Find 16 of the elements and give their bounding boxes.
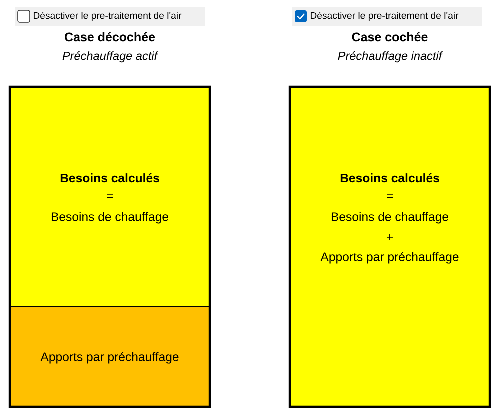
formula-heading: Besoins calculés bbox=[340, 173, 440, 183]
calculation-box bbox=[8, 86, 212, 308]
formula-term: Apports par préchauffage bbox=[320, 252, 459, 264]
formula-term: Besoins de chauffage bbox=[332, 212, 448, 224]
case-subheading: Préchauffage actif bbox=[62, 51, 159, 63]
formula-term: Besoins de chauffage bbox=[52, 212, 168, 224]
equals-sign: = bbox=[107, 194, 113, 198]
calculation-box bbox=[8, 307, 212, 408]
case-subheading: Préchauffage inactif bbox=[338, 51, 444, 63]
equals-sign: = bbox=[387, 194, 393, 198]
plus-sign: + bbox=[387, 234, 393, 240]
checkbox-option: Désactiver le pre-traitement de l'air bbox=[292, 7, 482, 26]
checkbox-option: Désactiver le pre-traitement de l'air bbox=[15, 7, 205, 26]
formula-term: Apports par préchauffage bbox=[40, 352, 179, 364]
calculation-box bbox=[288, 86, 492, 408]
formula-heading: Besoins calculés bbox=[60, 173, 160, 183]
